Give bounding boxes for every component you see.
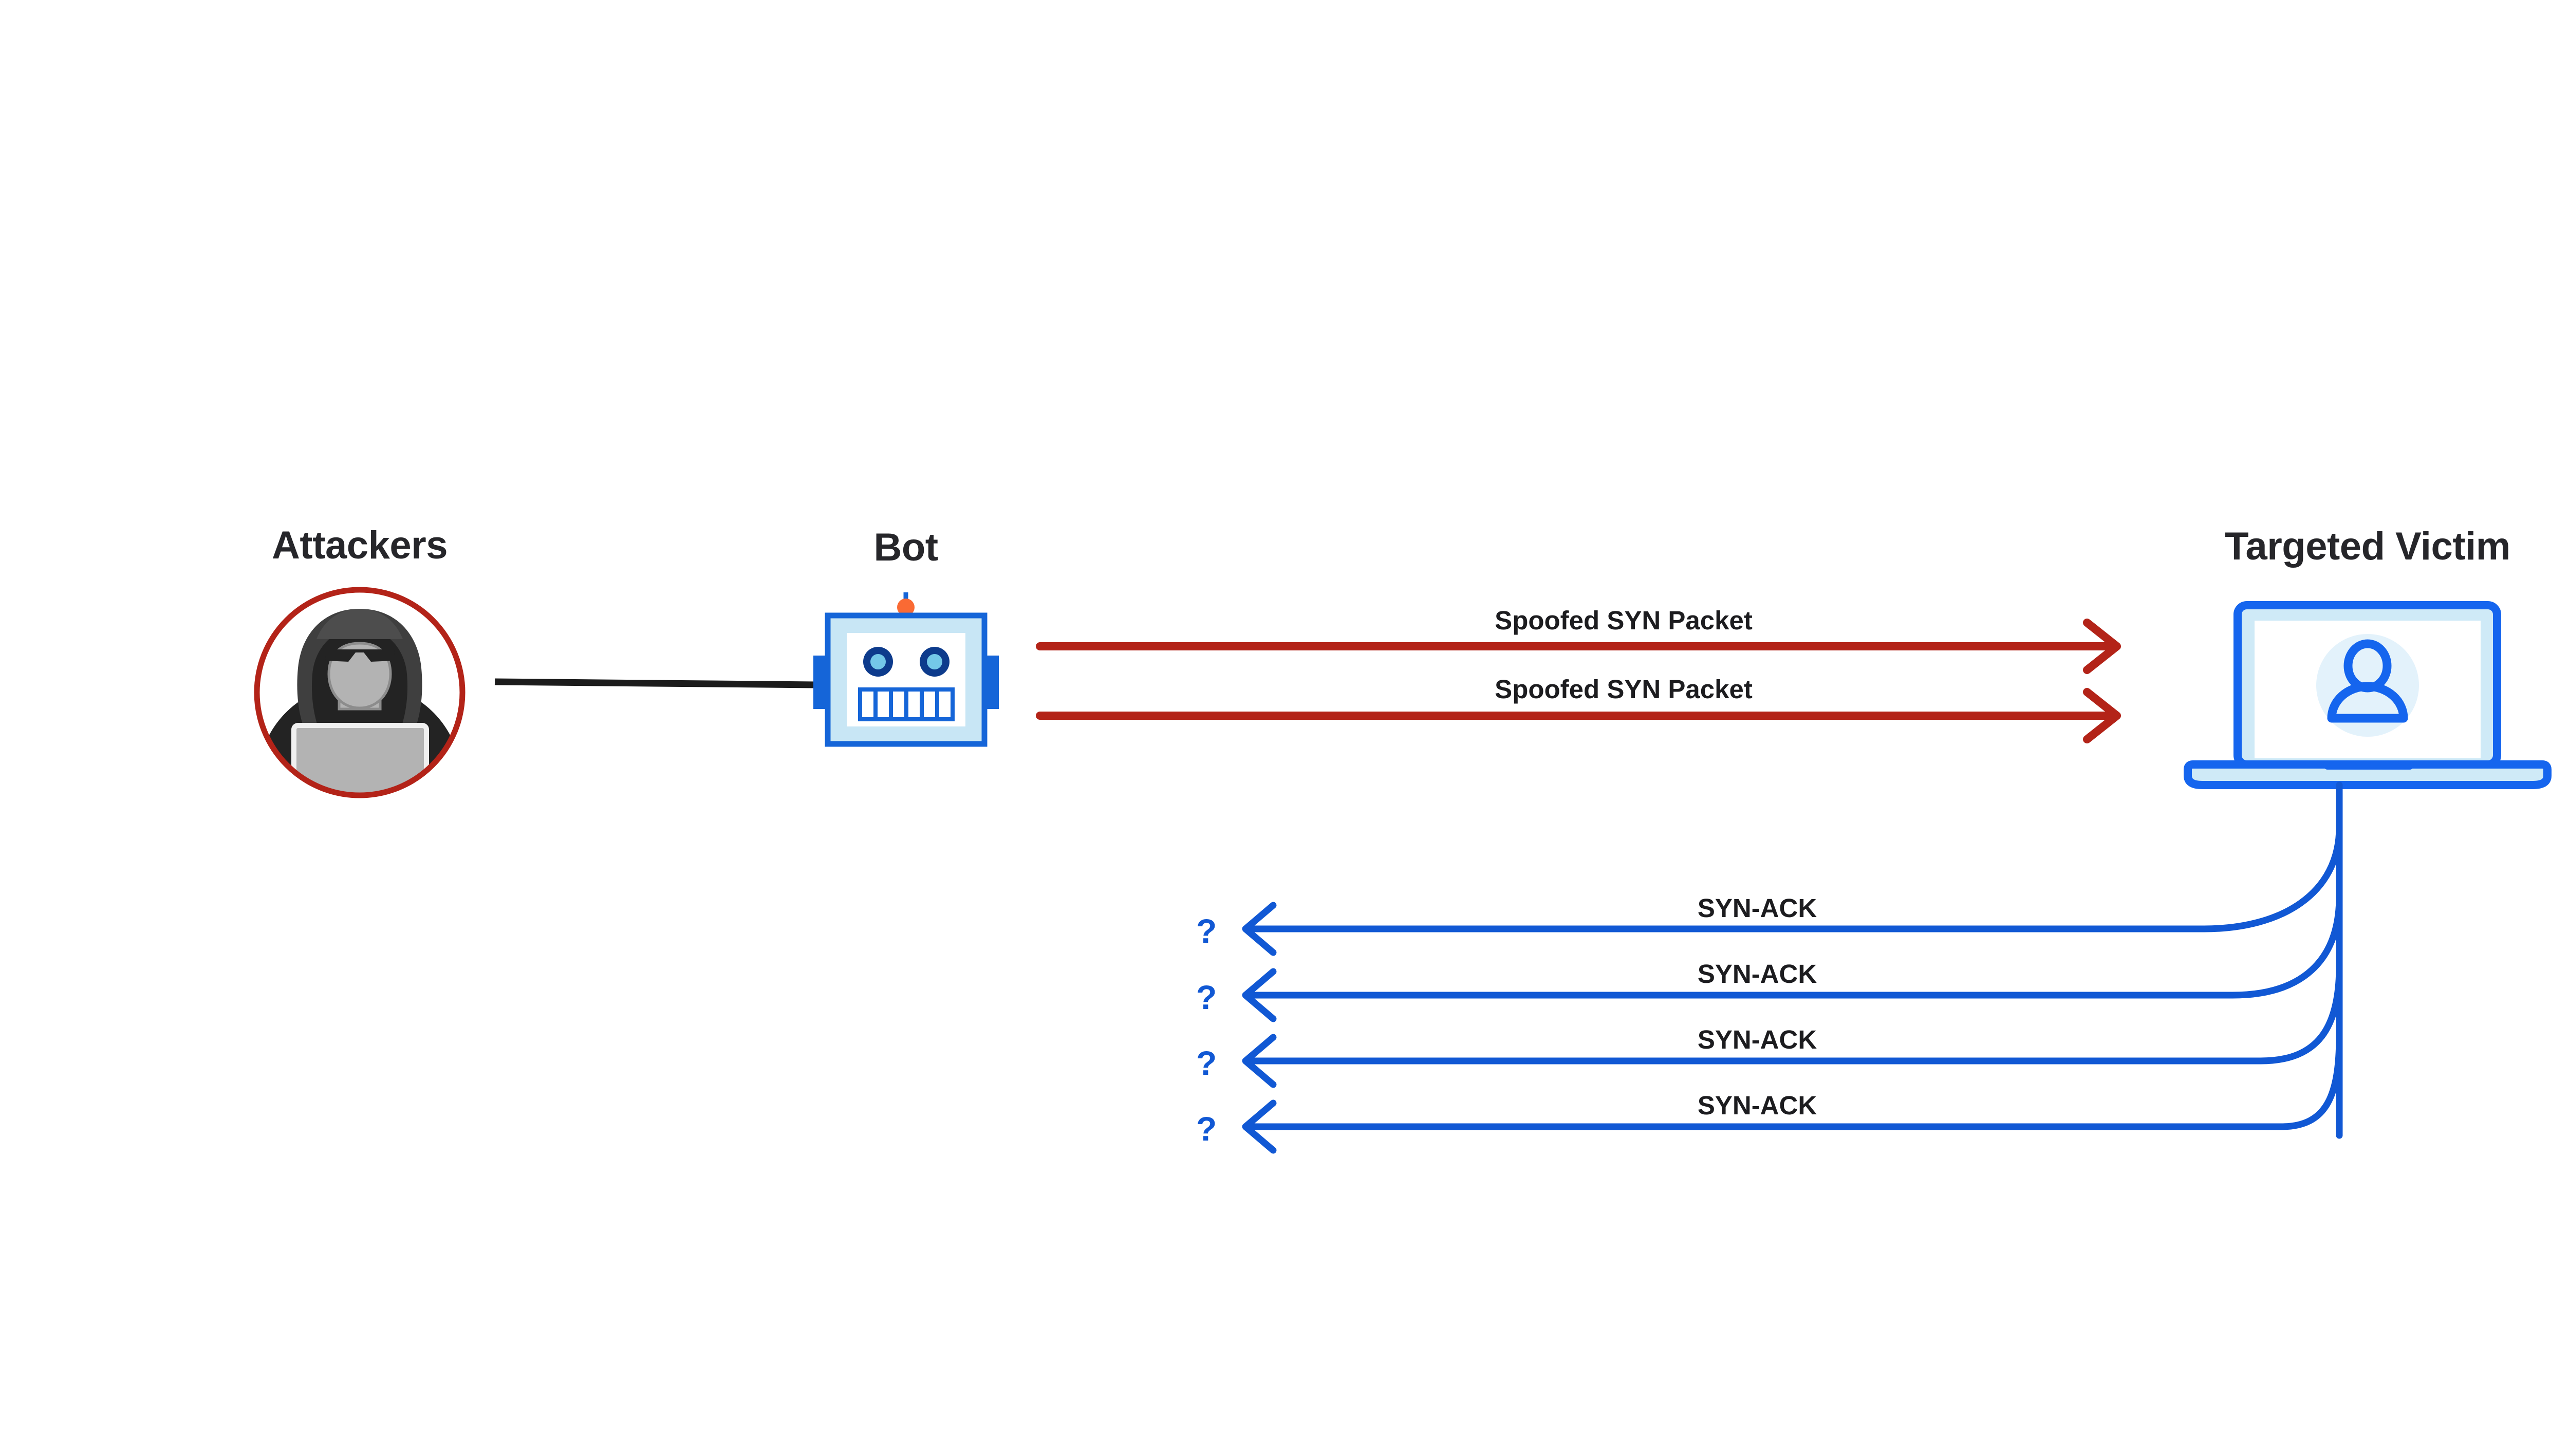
unknown-marker-2: ? [1196,978,1217,1016]
spoofed-syn-arrow-1 [1036,619,2121,674]
spoofed-syn-arrows [1036,619,2121,743]
syn-ack-arrow-1 [1242,824,2343,956]
syn-ack-label-2: SYN-ACK [1697,959,1817,988]
syn-ack-arrow-4 [1242,1032,2343,1154]
victim-title: Targeted Victim [2225,525,2510,568]
attacker-ring [254,587,466,798]
victim-node[interactable] [2184,601,2552,789]
unknown-marker-3: ? [1196,1044,1217,1082]
antenna-ball [897,599,915,616]
attackers-title: Attackers [272,524,448,567]
syn-ack-arrow-3 [1242,962,2343,1088]
robot-icon [813,592,999,747]
laptop-user-icon [2184,601,2552,789]
syn-ack-label-3: SYN-ACK [1697,1025,1817,1054]
spoofed-syn-label-2: Spoofed SYN Packet [1495,675,1753,704]
hacker-avatar-icon [257,590,462,795]
spoofed-syn-arrow-2 [1036,688,2121,743]
unknown-marker-1: ? [1196,912,1217,950]
bot-node[interactable] [813,592,999,747]
bot-title: Bot [873,526,938,569]
attackers-node[interactable] [254,587,468,802]
unknown-marker-4: ? [1196,1110,1217,1148]
spoofed-syn-label-1: Spoofed SYN Packet [1495,606,1753,635]
connector-attackers-to-bot [494,678,816,688]
syn-ack-label-1: SYN-ACK [1697,893,1817,923]
syn-ack-label-4: SYN-ACK [1697,1091,1817,1120]
syn-ack-arrow-2 [1242,893,2343,1022]
syn-ack-arrows [1242,781,2343,1154]
